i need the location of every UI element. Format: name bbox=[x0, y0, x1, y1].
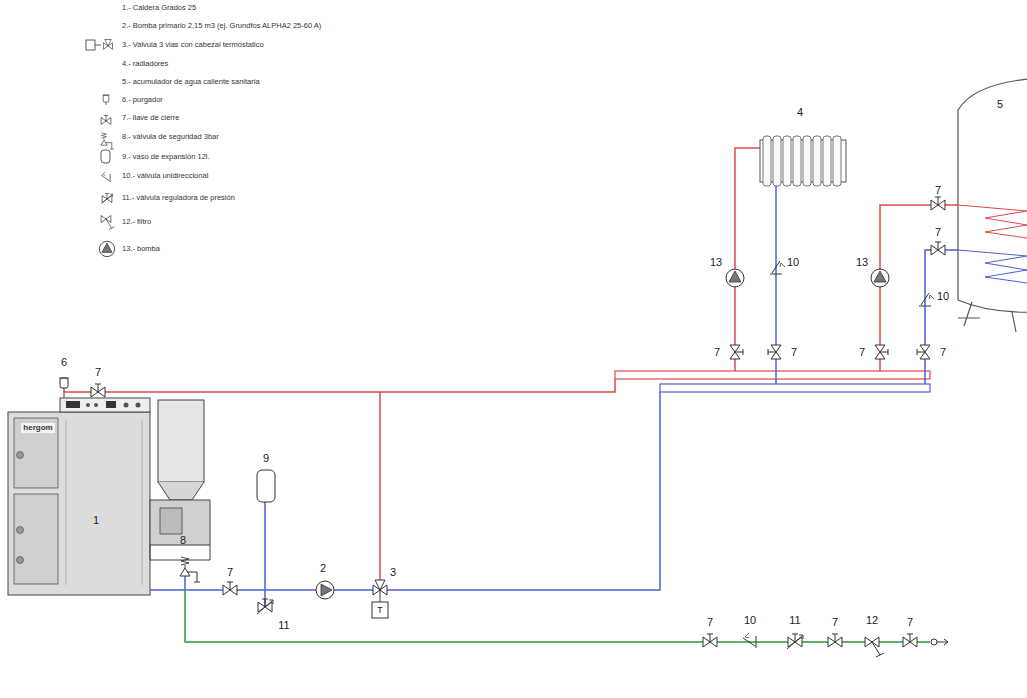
callout-number: 7 bbox=[859, 347, 865, 358]
callout-number: 7 bbox=[227, 567, 233, 578]
legend-entry: 5.- acumulador de agua caliente sanitari… bbox=[122, 78, 260, 86]
legend-entry: 8.- válvula de seguridad 3bar bbox=[122, 133, 219, 141]
legend-entry: 1.- Caldera Grados 25 bbox=[122, 4, 196, 12]
callout-number: 7 bbox=[940, 347, 946, 358]
thermostat-label: T bbox=[377, 606, 383, 615]
legend-entry: 10.- válvula unidireccional bbox=[122, 172, 208, 180]
callout-number: 6 bbox=[61, 357, 67, 368]
callout-number: 8 bbox=[180, 535, 186, 546]
callout-number: 11 bbox=[278, 620, 289, 631]
components bbox=[59, 78, 1027, 657]
callout-number: 10 bbox=[937, 291, 949, 302]
callout-number: 7 bbox=[95, 367, 101, 378]
legend-entry: 2.- Bomba primario 2,15 m3 (ej. Grundfos… bbox=[122, 22, 321, 30]
callout-number: 7 bbox=[714, 347, 720, 358]
callout-number: 9 bbox=[263, 453, 269, 464]
legend-entry: 11.- válvula reguladora de presión bbox=[122, 194, 235, 202]
callout-number: 13 bbox=[856, 257, 868, 268]
callout-number: 11 bbox=[789, 615, 800, 626]
callout-number: 7 bbox=[832, 617, 838, 628]
callout-number: 10 bbox=[787, 257, 799, 268]
callout-number: 13 bbox=[710, 257, 722, 268]
brand-label: hergom bbox=[21, 423, 54, 433]
callout-number: 4 bbox=[797, 107, 803, 118]
boiler bbox=[8, 398, 210, 595]
legend-entry: 12.- filtro bbox=[122, 218, 151, 226]
legend-entry: 4.- radiadores bbox=[122, 60, 168, 68]
callout-number: 7 bbox=[935, 185, 941, 196]
callout-number: 10 bbox=[744, 615, 756, 626]
callout-number: 7 bbox=[935, 227, 941, 238]
callout-number: 7 bbox=[707, 617, 713, 628]
legend-symbols bbox=[86, 40, 115, 257]
callout-number: 3 bbox=[390, 567, 396, 578]
legend-entry: 7.- llave de cierre bbox=[122, 114, 180, 122]
pipes bbox=[64, 148, 958, 645]
callout-number: 7 bbox=[791, 347, 797, 358]
callout-number: 2 bbox=[320, 563, 326, 574]
callout-number: 12 bbox=[866, 615, 878, 626]
legend-entry: 13.- bomba bbox=[122, 245, 160, 253]
callout-number: 5 bbox=[997, 99, 1003, 110]
legend-entry: 6.- purgador bbox=[122, 96, 163, 104]
callout-number: 1 bbox=[93, 515, 99, 526]
callout-number: 7 bbox=[907, 617, 913, 628]
legend-entry: 3.- Valvula 3 vias con cabezal termostat… bbox=[122, 41, 264, 49]
legend-entry: 9.- vaso de expansión 12l. bbox=[122, 153, 210, 161]
